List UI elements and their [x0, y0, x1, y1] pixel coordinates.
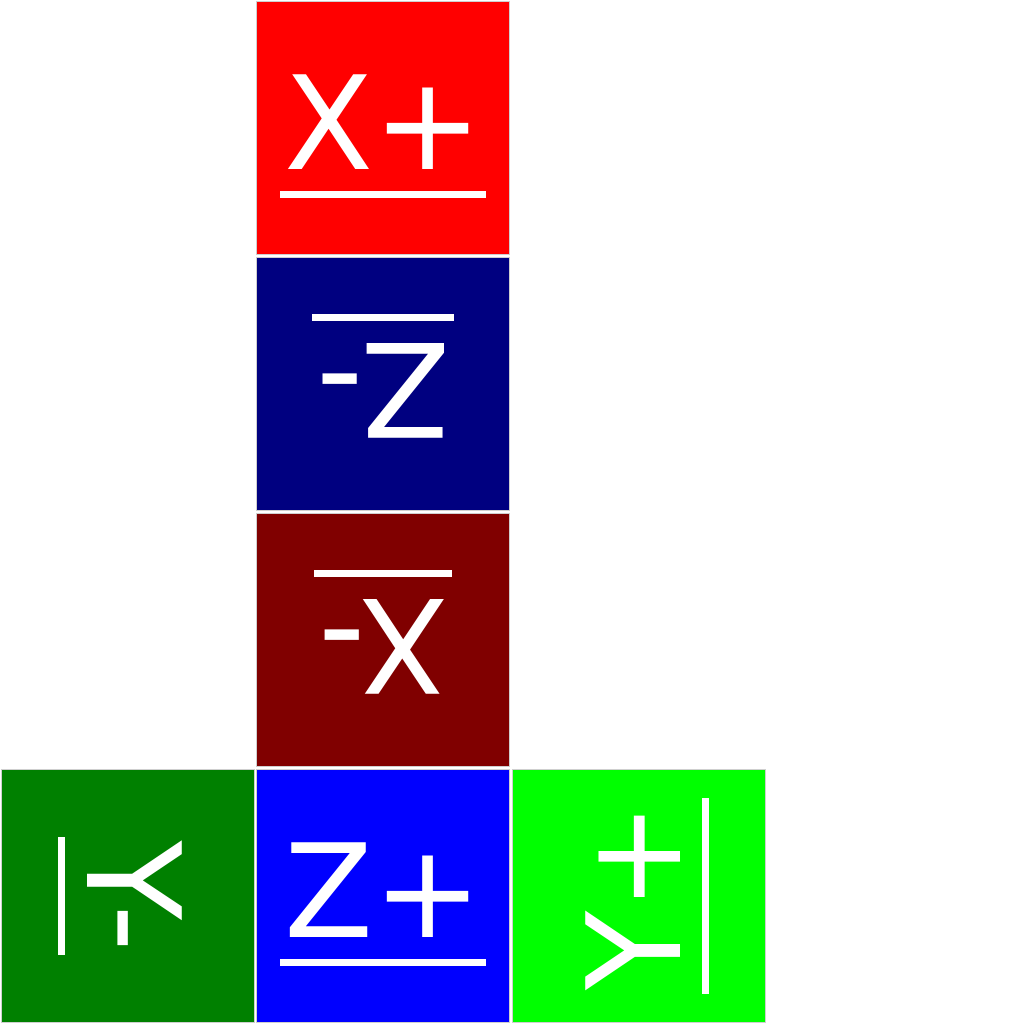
face-z-positive: Z+ [256, 769, 510, 1023]
face-label-y-negative: Y- [57, 836, 209, 956]
face-y-negative: Y- [1, 769, 255, 1023]
face-label-x-positive: X+ [280, 59, 486, 198]
face-z-negative: Z- [256, 257, 510, 511]
face-label-y-positive: Y+ [559, 797, 711, 995]
face-x-positive: X+ [256, 1, 510, 255]
face-y-positive: Y+ [512, 769, 766, 1023]
face-label-wrap: Y+ [513, 770, 765, 1022]
face-label-wrap: Z+ [257, 770, 509, 1022]
face-label-wrap: X+ [257, 2, 509, 254]
face-label-wrap: X- [257, 514, 509, 766]
face-label-z-negative: Z- [312, 313, 454, 465]
face-label-x-negative: X- [314, 569, 452, 721]
face-label-z-positive: Z+ [280, 827, 486, 966]
face-x-negative: X- [256, 513, 510, 767]
face-label-wrap: Z- [257, 258, 509, 510]
face-label-wrap: Y- [2, 770, 254, 1022]
